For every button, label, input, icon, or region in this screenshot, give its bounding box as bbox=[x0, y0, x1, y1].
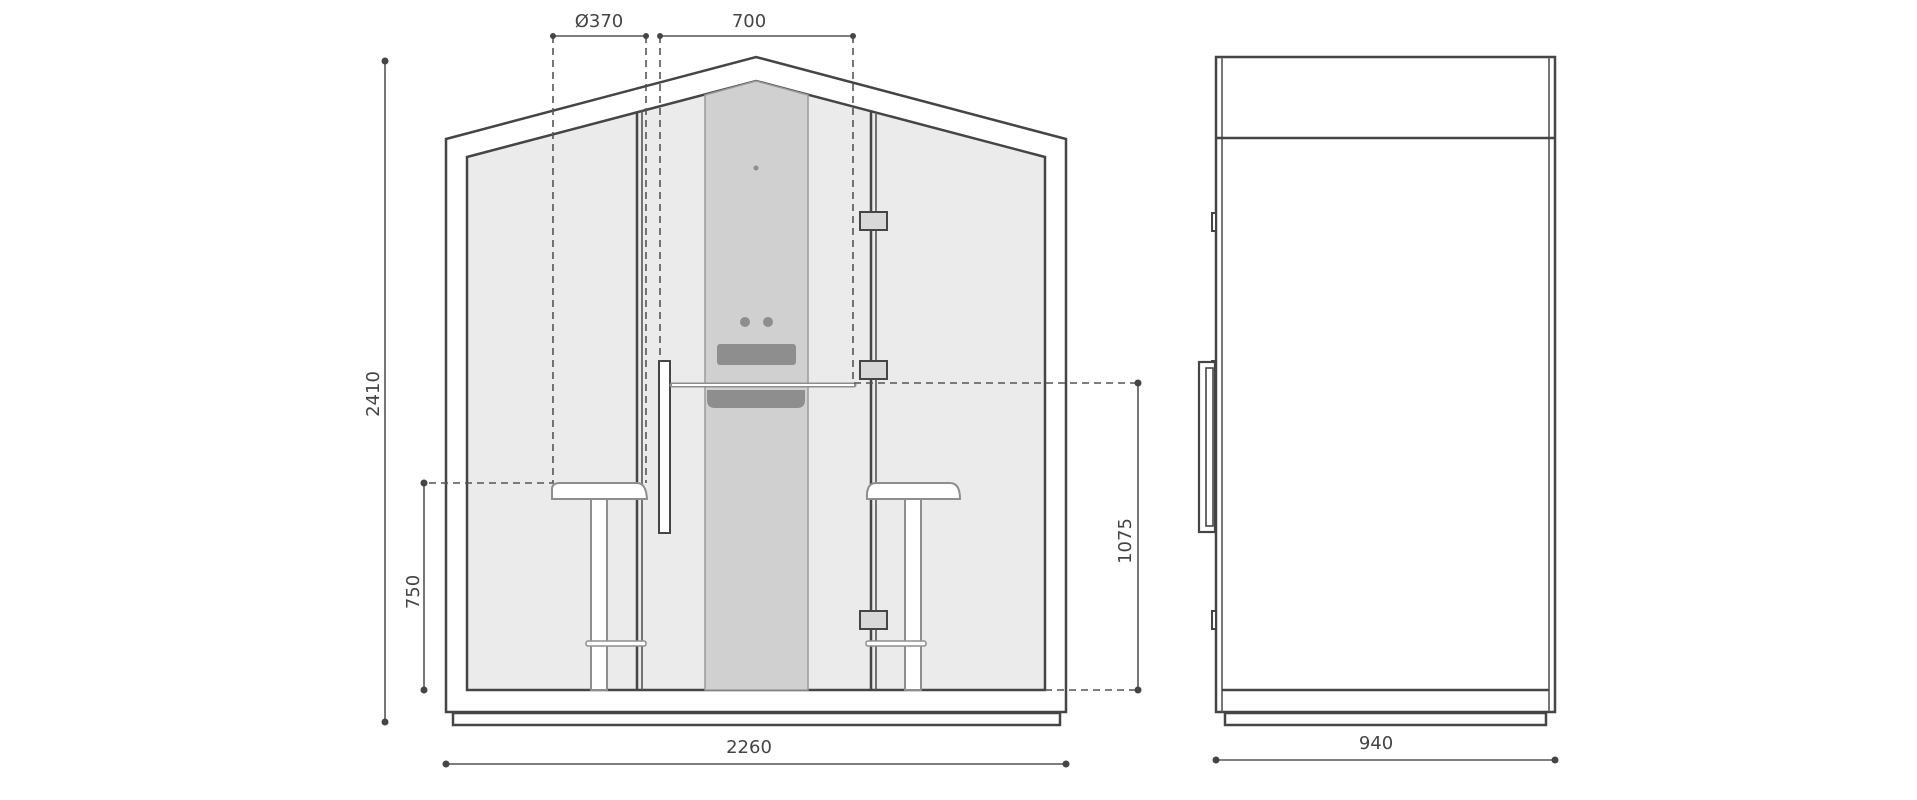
usb-port-left-icon bbox=[740, 317, 750, 327]
label-750: 750 bbox=[403, 575, 424, 609]
stool-left bbox=[551, 482, 649, 691]
hinge-bottom bbox=[859, 610, 888, 630]
extension-diameter-left bbox=[424, 36, 554, 484]
front-view bbox=[424, 36, 1138, 727]
booth-base bbox=[451, 711, 1062, 727]
side-base bbox=[1223, 711, 1548, 727]
side-outer bbox=[1214, 55, 1557, 714]
usb-port-right-icon bbox=[763, 317, 773, 327]
label-940: 940 bbox=[1359, 733, 1393, 754]
label-2410: 2410 bbox=[363, 371, 384, 417]
label-diameter: Ø370 bbox=[575, 11, 624, 32]
booth-outer-frame bbox=[444, 55, 1068, 714]
door-handle bbox=[658, 360, 671, 534]
label-1075: 1075 bbox=[1115, 518, 1136, 564]
hinge-middle bbox=[859, 360, 888, 380]
hinge-top bbox=[859, 211, 888, 231]
label-700: 700 bbox=[732, 11, 766, 32]
stool-right bbox=[865, 482, 962, 691]
side-hinge-top bbox=[1211, 212, 1217, 232]
ceiling-light-icon bbox=[753, 165, 759, 171]
monitor-bracket bbox=[707, 390, 805, 408]
label-2260: 2260 bbox=[726, 737, 772, 758]
power-socket-icon bbox=[717, 344, 796, 365]
side-view bbox=[1197, 55, 1557, 727]
side-hinge-bottom bbox=[1211, 610, 1217, 630]
dimension-lines bbox=[381, 33, 1559, 768]
